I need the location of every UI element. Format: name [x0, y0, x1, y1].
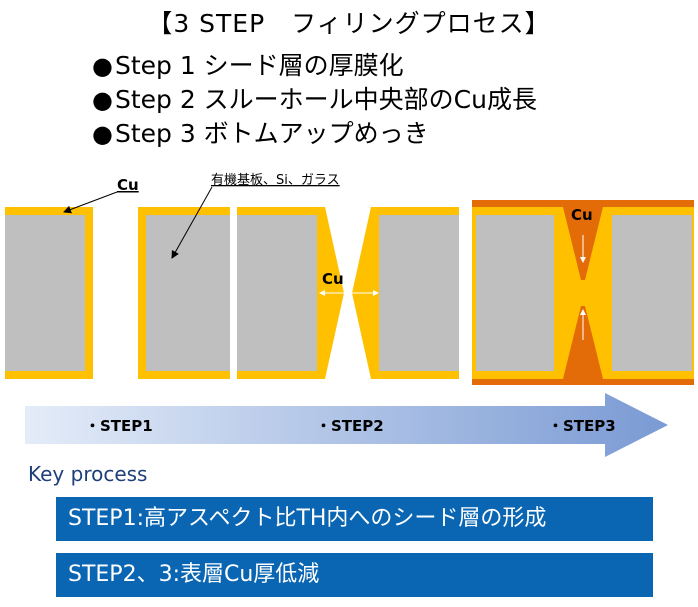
via-gap-top	[325, 207, 371, 293]
substrate	[146, 215, 230, 371]
key-process-item-1: STEP1:高アスペクト比TH内へのシード層の形成	[56, 497, 653, 541]
step-line-3: ●Step 3 ボトムアップめっき	[92, 114, 429, 150]
substrate	[476, 215, 554, 371]
bullet-icon: ●	[92, 86, 113, 114]
process-diagram: Cu 有機基板、Si、ガラス Cu Cu ・STEP1 ・STEP2 ・STEP…	[5, 173, 694, 457]
cu-growth-bottom	[563, 306, 603, 379]
arrow-label-step1: ・STEP1	[85, 417, 153, 435]
step-text: Step 2 スルーホール中央部のCu成長	[114, 85, 537, 114]
page-title: 【3 STEP フィリングプロセス】	[147, 9, 551, 38]
substrate	[612, 215, 692, 371]
step3-structure	[472, 200, 694, 385]
arrow-label-step2: ・STEP2	[316, 417, 384, 435]
flow-arrow-shape	[25, 393, 668, 457]
substrate	[5, 215, 85, 371]
step-line-1: ●Step 1 シード層の厚膜化	[92, 46, 404, 82]
via-gap-bottom	[325, 293, 371, 379]
arrow-label-step3: ・STEP3	[548, 417, 616, 435]
cu-label-step2: Cu	[322, 270, 344, 288]
key-process-item-2: STEP2、3:表層Cu厚低減	[56, 553, 653, 597]
process-flow-arrow: ・STEP1 ・STEP2 ・STEP3	[25, 393, 668, 457]
step-text: Step 3 ボトムアップめっき	[114, 119, 429, 148]
substrate	[237, 215, 317, 371]
step0-structure	[5, 207, 230, 379]
substrate-label: 有機基板、Si、ガラス	[211, 173, 340, 188]
step2-structure	[237, 207, 459, 379]
key-process-heading: Key process	[28, 462, 148, 486]
step-text: Step 1 シード層の厚膜化	[114, 51, 404, 80]
bullet-icon: ●	[92, 52, 113, 80]
cu-label-step0: Cu	[117, 176, 139, 194]
cu-label-step3: Cu	[571, 206, 593, 224]
step-line-2: ●Step 2 スルーホール中央部のCu成長	[92, 80, 537, 116]
substrate	[379, 215, 459, 371]
bullet-icon: ●	[92, 120, 113, 148]
